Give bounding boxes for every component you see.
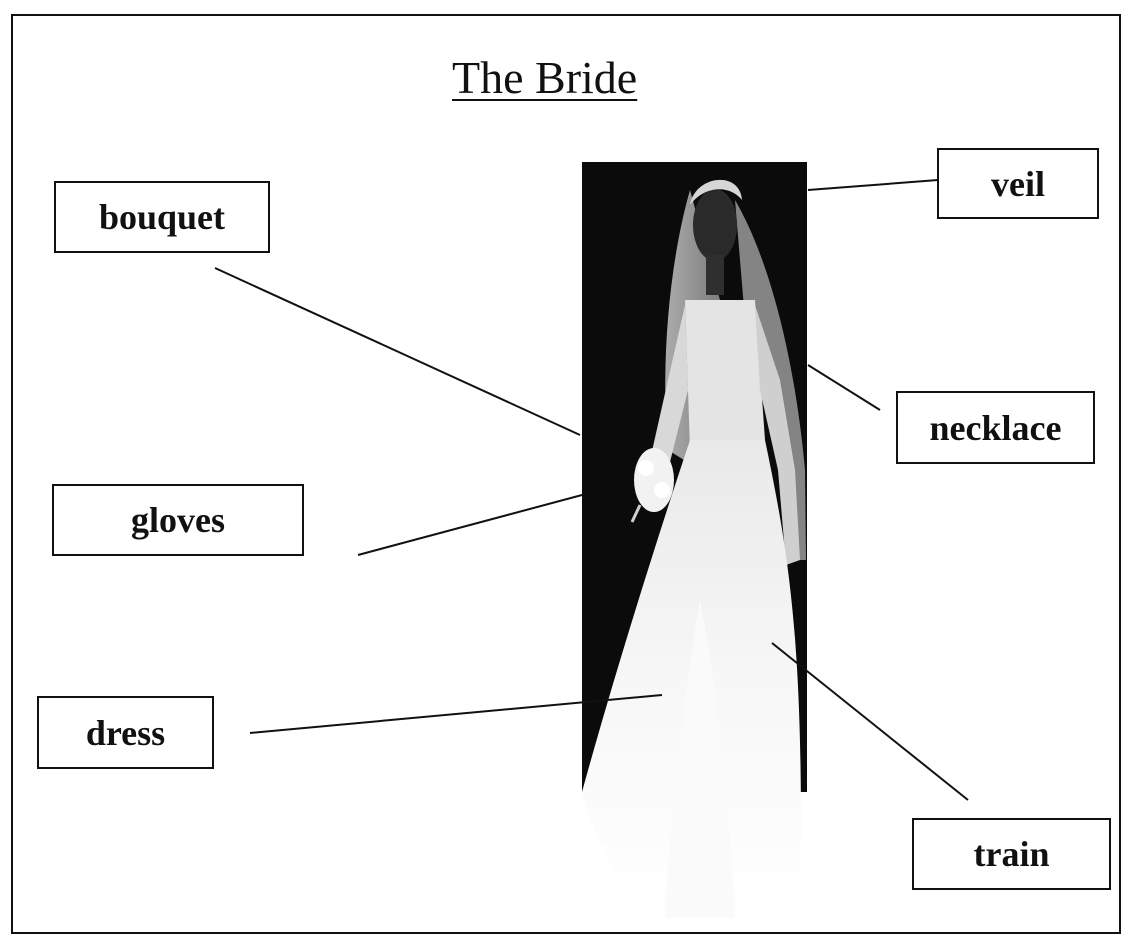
head <box>693 189 737 261</box>
label-dress: dress <box>37 696 214 769</box>
bodice <box>685 300 765 450</box>
label-train: train <box>912 818 1111 890</box>
label-bouquet: bouquet <box>54 181 270 253</box>
label-gloves: gloves <box>52 484 304 556</box>
neck <box>706 255 724 295</box>
label-necklace: necklace <box>896 391 1095 464</box>
label-veil: veil <box>937 148 1099 219</box>
bouquet-flowers <box>634 448 674 512</box>
